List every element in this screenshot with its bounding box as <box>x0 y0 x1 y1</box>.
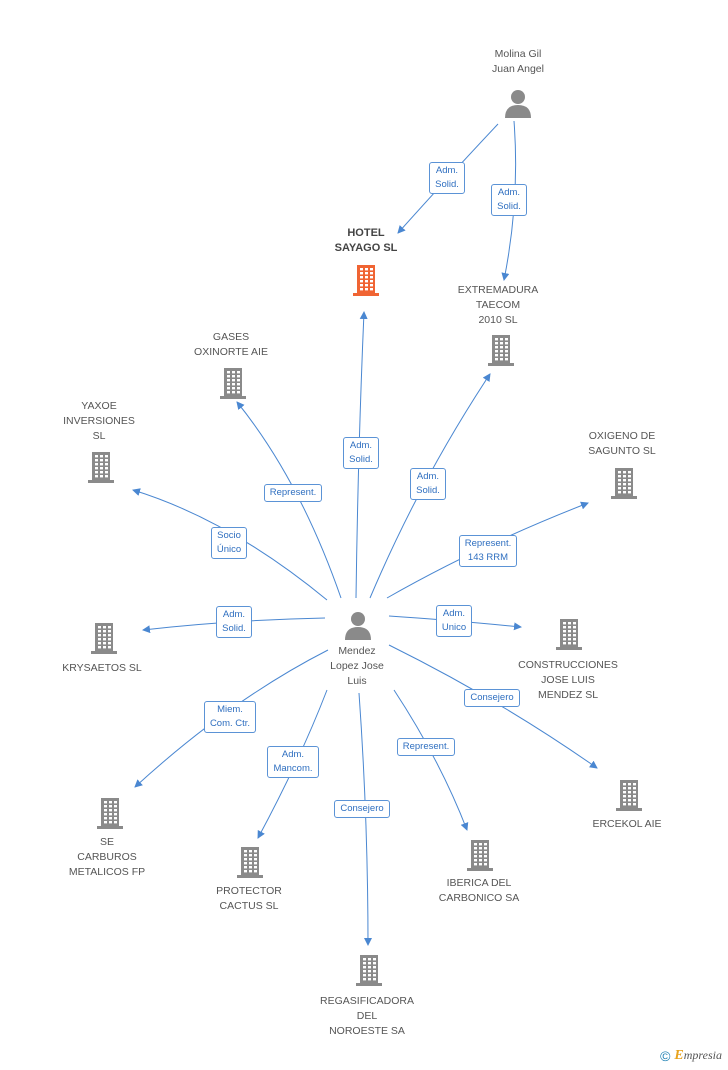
edge-label-yaxoe[interactable]: Socio Único <box>210 527 248 559</box>
building-icon-hotel[interactable] <box>349 263 383 297</box>
copyright-icon: © <box>660 1048 671 1064</box>
edge-label-hotel[interactable]: Adm. Solid. <box>343 437 379 469</box>
edge-label-regasificadora[interactable]: Consejero <box>334 800 390 818</box>
node-label-hotel[interactable]: HOTEL SAYAGO SL <box>334 227 398 254</box>
building-icon-oxigeno[interactable] <box>607 466 641 500</box>
edge-label-se[interactable]: Miem. Com. Ctr. <box>203 701 257 733</box>
building-icon-ercekol[interactable] <box>612 778 646 812</box>
node-label-construcciones[interactable]: CONSTRUCCIONES JOSE LUIS MENDEZ SL <box>518 658 618 701</box>
edge-label-krysaetos[interactable]: Adm. Solid. <box>216 606 252 638</box>
edge-label-gases[interactable]: Represent. <box>263 484 323 502</box>
node-label-molina[interactable]: Molina Gil Juan Angel <box>492 48 544 75</box>
node-label-gases[interactable]: GASES OXINORTE AIE <box>194 331 268 358</box>
building-icon-extremadura[interactable] <box>484 333 518 367</box>
node-label-regasificadora[interactable]: REGASIFICADORA DEL NOROESTE SA <box>320 994 414 1037</box>
edge-label-construcciones[interactable]: Adm. Unico <box>435 605 473 637</box>
building-icon-yaxoe[interactable] <box>84 450 118 484</box>
building-icon-regasificadora[interactable] <box>352 953 386 987</box>
node-label-krysaetos[interactable]: KRYSAETOS SL <box>62 661 142 674</box>
building-icon-gases[interactable] <box>216 366 250 400</box>
building-icon-krysaetos[interactable] <box>87 621 121 655</box>
building-icon-se[interactable] <box>93 796 127 830</box>
person-icon-mendez[interactable] <box>341 608 375 642</box>
edge-mendez-iberica <box>393 689 469 831</box>
node-label-oxigeno[interactable]: OXIGENO DE SAGUNTO SL <box>588 430 656 457</box>
node-label-ercekol[interactable]: ERCEKOL AIE <box>592 817 662 830</box>
edge-label-ercekol[interactable]: Consejero <box>464 689 520 707</box>
edge-mendez-regasificadora <box>358 692 372 946</box>
building-icon-protector[interactable] <box>233 845 267 879</box>
node-label-protector[interactable]: PROTECTOR CACTUS SL <box>216 885 282 912</box>
footer-brand: © Empresia <box>660 1048 722 1064</box>
node-label-yaxoe[interactable]: YAXOE INVERSIONES SL <box>63 399 135 442</box>
edge-label-oxigeno[interactable]: Represent. 143 RRM <box>458 535 518 567</box>
edge-label-hotel[interactable]: Adm. Solid. <box>429 162 465 194</box>
edge-label-extremadura[interactable]: Adm. Solid. <box>491 184 527 216</box>
brand-logo[interactable]: Empresia <box>674 1048 722 1063</box>
edge-label-extremadura[interactable]: Adm. Solid. <box>410 468 446 500</box>
node-label-mendez[interactable]: Mendez Lopez Jose Luis <box>330 644 384 687</box>
building-icon-construcciones[interactable] <box>552 617 586 651</box>
edge-label-iberica[interactable]: Represent. <box>396 738 456 756</box>
edge-label-protector[interactable]: Adm. Mancom. <box>267 746 319 778</box>
building-icon-iberica[interactable] <box>463 838 497 872</box>
node-label-extremadura[interactable]: EXTREMADURA TAECOM 2010 SL <box>457 283 539 326</box>
person-icon-molina[interactable] <box>501 86 535 120</box>
node-label-se[interactable]: SE CARBUROS METALICOS FP <box>68 835 146 878</box>
node-label-iberica[interactable]: IBERICA DEL CARBONICO SA <box>438 877 520 904</box>
